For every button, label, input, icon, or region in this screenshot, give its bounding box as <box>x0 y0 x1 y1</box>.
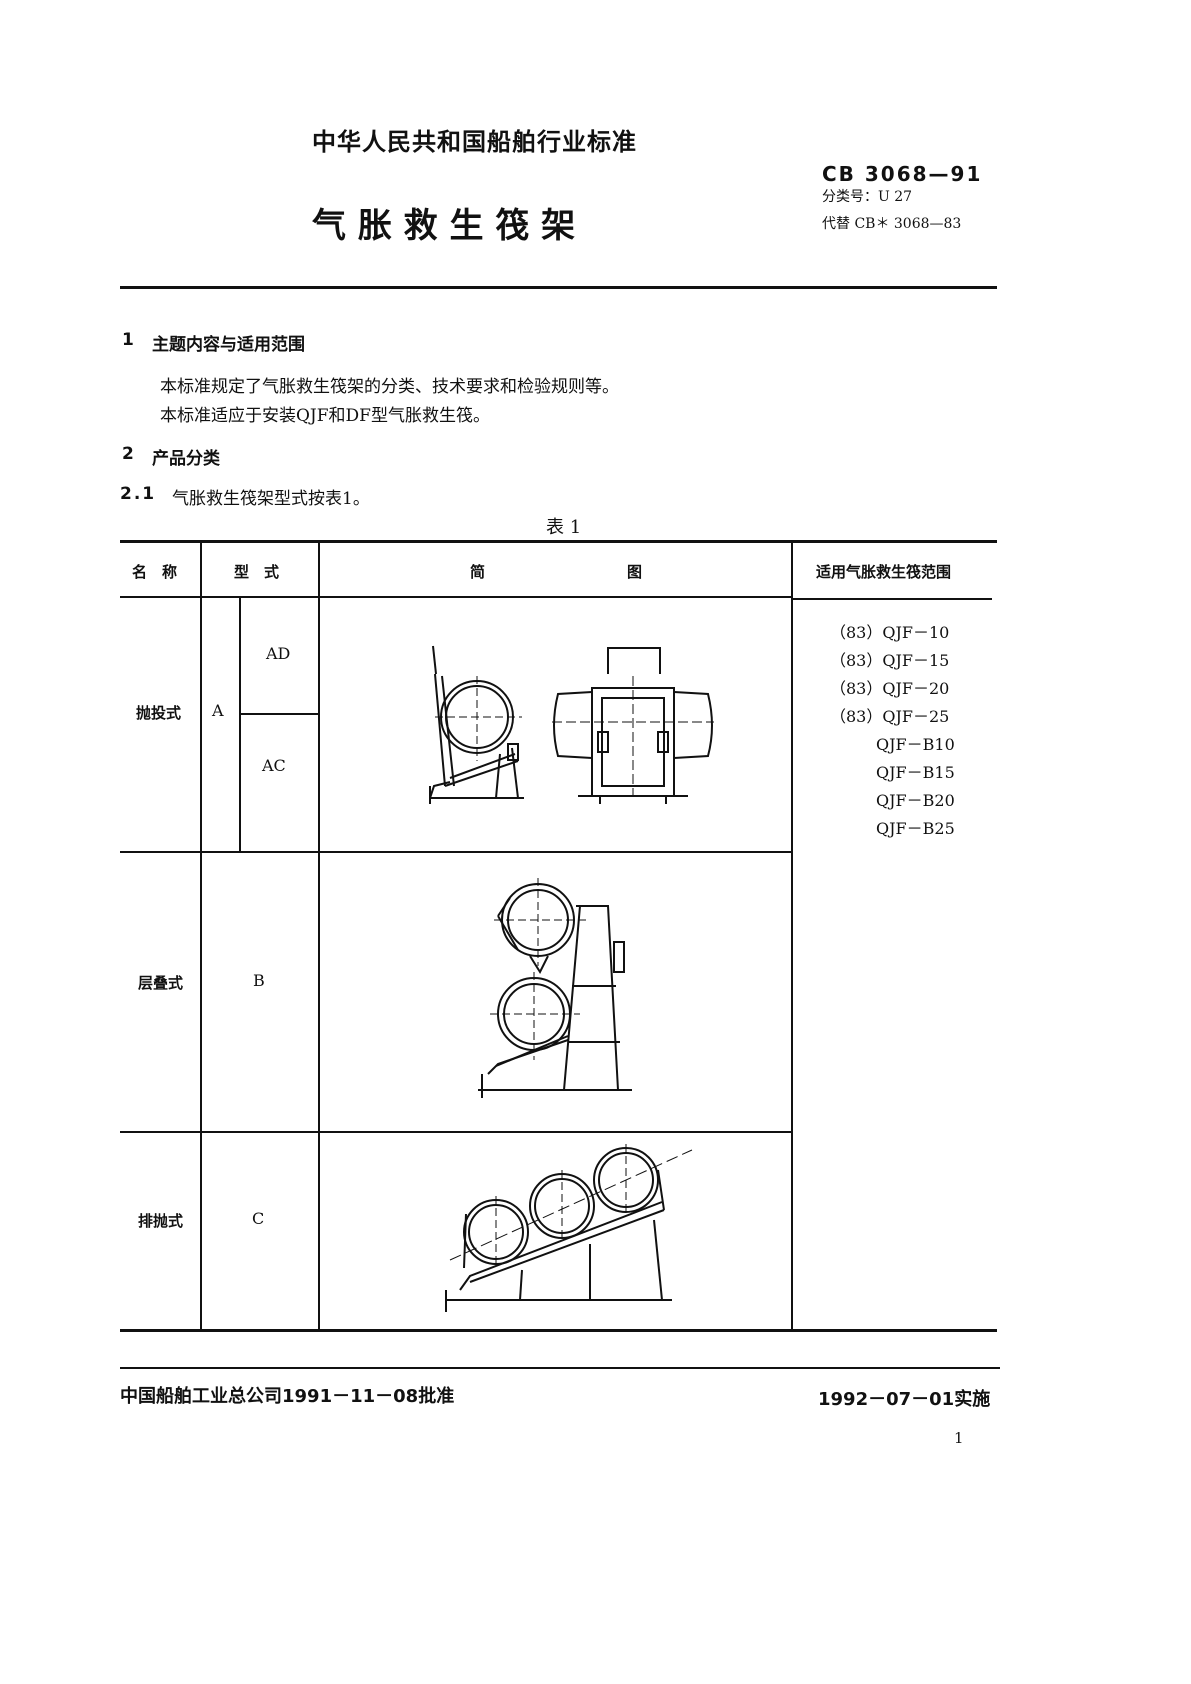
replaces-standard: 代替 CB＊ 3068—83 <box>822 216 962 232</box>
row-a-subtype-ac: AC <box>262 756 286 775</box>
table-bottom-rule <box>120 1329 997 1332</box>
header-range: 适用气胀救生筏范围 <box>816 563 952 581</box>
range-item: （83）QJF－25 <box>830 707 950 726</box>
org-title: 中华人民共和国船舶行业标准 <box>312 128 637 156</box>
section-2-1-text: 气胀救生筏架型式按表1。 <box>172 489 370 509</box>
table-top-rule <box>120 540 997 543</box>
header-name: 名 称 <box>132 563 178 581</box>
table-header-rule-range <box>792 598 992 600</box>
table-row-rule-2 <box>120 1131 792 1133</box>
section-1-paragraph-2: 本标准适应于安装QJF和DF型气胀救生筏。 <box>160 406 490 426</box>
table-col-rule-3 <box>791 540 793 1330</box>
section-2-1-number: 2.1 <box>120 484 157 504</box>
row-c-type: C <box>252 1209 265 1228</box>
table-caption: 表 1 <box>546 517 582 538</box>
diagram-a-side-view <box>420 636 530 806</box>
diagram-c-row-view <box>440 1140 700 1316</box>
doc-title: 气 胀 救 生 筏 架 <box>312 206 576 246</box>
header-rule <box>120 286 997 289</box>
effective-date: 1992－07－01实施 <box>818 1389 991 1410</box>
section-2-number: 2 <box>122 444 134 464</box>
table-row-rule-1 <box>120 851 792 853</box>
row-a-type: A <box>212 701 224 720</box>
table-col-rule-subtype <box>239 597 241 852</box>
header-diagram-b: 图 <box>627 563 643 581</box>
diagram-a-front-view <box>548 636 718 808</box>
section-2-title: 产品分类 <box>152 449 220 469</box>
range-item: （83）QJF－20 <box>830 679 950 698</box>
range-item: QJF－B15 <box>876 763 955 782</box>
range-item: （83）QJF－10 <box>830 623 950 642</box>
page-number: 1 <box>954 1429 964 1447</box>
section-1-title: 主题内容与适用范围 <box>152 335 305 355</box>
section-1-number: 1 <box>122 330 134 350</box>
range-item: QJF－B25 <box>876 819 955 838</box>
table-col-rule-1 <box>200 540 202 1330</box>
section-1-paragraph-1: 本标准规定了气胀救生筏架的分类、技术要求和检验规则等。 <box>160 377 619 397</box>
classification-number: 分类号：U 27 <box>822 189 913 205</box>
table-subtype-rule <box>240 713 318 715</box>
range-item: QJF－B10 <box>876 735 955 754</box>
table-col-rule-2 <box>318 540 320 1330</box>
table-header-rule <box>120 596 792 598</box>
range-item: QJF－B20 <box>876 791 955 810</box>
row-b-type: B <box>253 971 265 990</box>
header-diagram-a: 简 <box>470 563 486 581</box>
row-c-name: 排抛式 <box>138 1212 184 1230</box>
row-b-name: 层叠式 <box>138 974 184 992</box>
approval-date: 中国船舶工业总公司1991－11－08批准 <box>120 1386 455 1407</box>
row-a-subtype-ad: AD <box>266 644 291 663</box>
row-a-name: 抛投式 <box>136 704 182 722</box>
header-type: 型 式 <box>234 563 280 581</box>
range-item: （83）QJF－15 <box>830 651 950 670</box>
footer-rule <box>120 1367 1000 1369</box>
standard-code: CB 3068—91 <box>822 162 983 186</box>
diagram-b-stacked-view <box>468 870 638 1106</box>
